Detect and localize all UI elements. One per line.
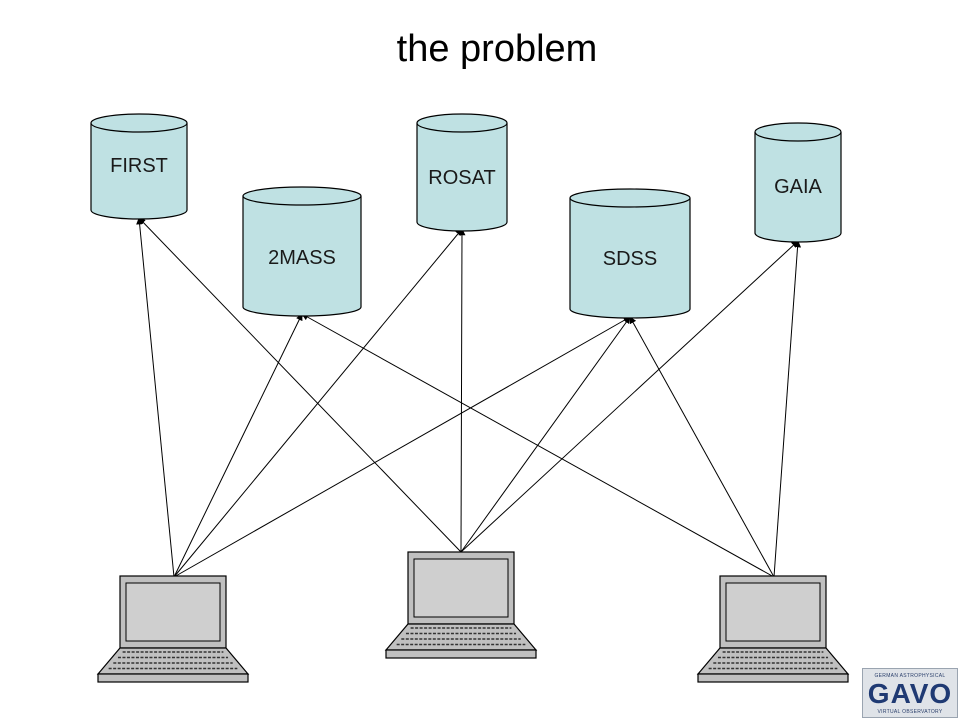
- cylinder-top: [569, 188, 691, 208]
- connection-laptop-left-to-first: [136, 217, 175, 578]
- connection-lines: [136, 217, 802, 578]
- database-label-sdss: SDSS: [603, 248, 657, 270]
- database-cylinders: FIRST 2MASS ROSAT SDSS GAIA: [90, 113, 842, 319]
- laptop-screen: [725, 582, 821, 642]
- laptop-base: [697, 673, 849, 683]
- client-laptops: [96, 551, 850, 683]
- connection-laptop-right-to-gaia: [773, 240, 802, 578]
- laptop-right: [696, 575, 850, 683]
- cylinder-body: [242, 196, 362, 317]
- connection-laptop-left-to-sdss: [173, 316, 631, 578]
- logo-main-text: GAVO: [867, 678, 953, 709]
- connection-laptop-center-to-rosat: [458, 228, 466, 553]
- logo-top-text: GERMAN ASTROPHYSICAL: [874, 673, 946, 679]
- database-label-rosat: ROSAT: [428, 167, 495, 189]
- database-label-2mass: 2MASS: [268, 247, 336, 269]
- cylinder-top: [754, 122, 842, 142]
- gavo-logo: GERMAN ASTROPHYSICAL GAVO VIRTUAL OBSERV…: [862, 668, 958, 718]
- cylinder-body: [90, 123, 188, 220]
- database-2mass: 2MASS: [242, 186, 362, 317]
- cylinder-top: [416, 113, 508, 133]
- cylinder-body: [416, 123, 508, 232]
- connection-laptop-center-to-first: [138, 217, 462, 553]
- cylinder-top: [242, 186, 362, 206]
- logo-bottom-text: VIRTUAL OBSERVATORY: [877, 709, 943, 715]
- slide-title: the problem: [396, 28, 598, 70]
- cylinder-top: [90, 113, 188, 133]
- database-sdss: SDSS: [569, 188, 691, 319]
- database-rosat: ROSAT: [416, 113, 508, 232]
- connection-laptop-left-to-2mass: [173, 313, 303, 578]
- laptop-base: [97, 673, 249, 683]
- database-label-first: FIRST: [110, 155, 168, 177]
- connection-laptop-right-to-sdss: [629, 316, 775, 578]
- laptop-left: [96, 575, 250, 683]
- laptop-center: [384, 551, 538, 659]
- database-first: FIRST: [90, 113, 188, 220]
- connection-laptop-right-to-2mass: [301, 313, 775, 578]
- cylinder-body: [754, 132, 842, 243]
- connection-laptop-center-to-sdss: [460, 316, 631, 553]
- database-gaia: GAIA: [754, 122, 842, 243]
- laptop-screen: [125, 582, 221, 642]
- database-label-gaia: GAIA: [774, 176, 822, 198]
- laptop-screen: [413, 558, 509, 618]
- connection-laptop-center-to-gaia: [460, 240, 799, 553]
- laptop-base: [385, 649, 537, 659]
- cylinder-body: [569, 198, 691, 319]
